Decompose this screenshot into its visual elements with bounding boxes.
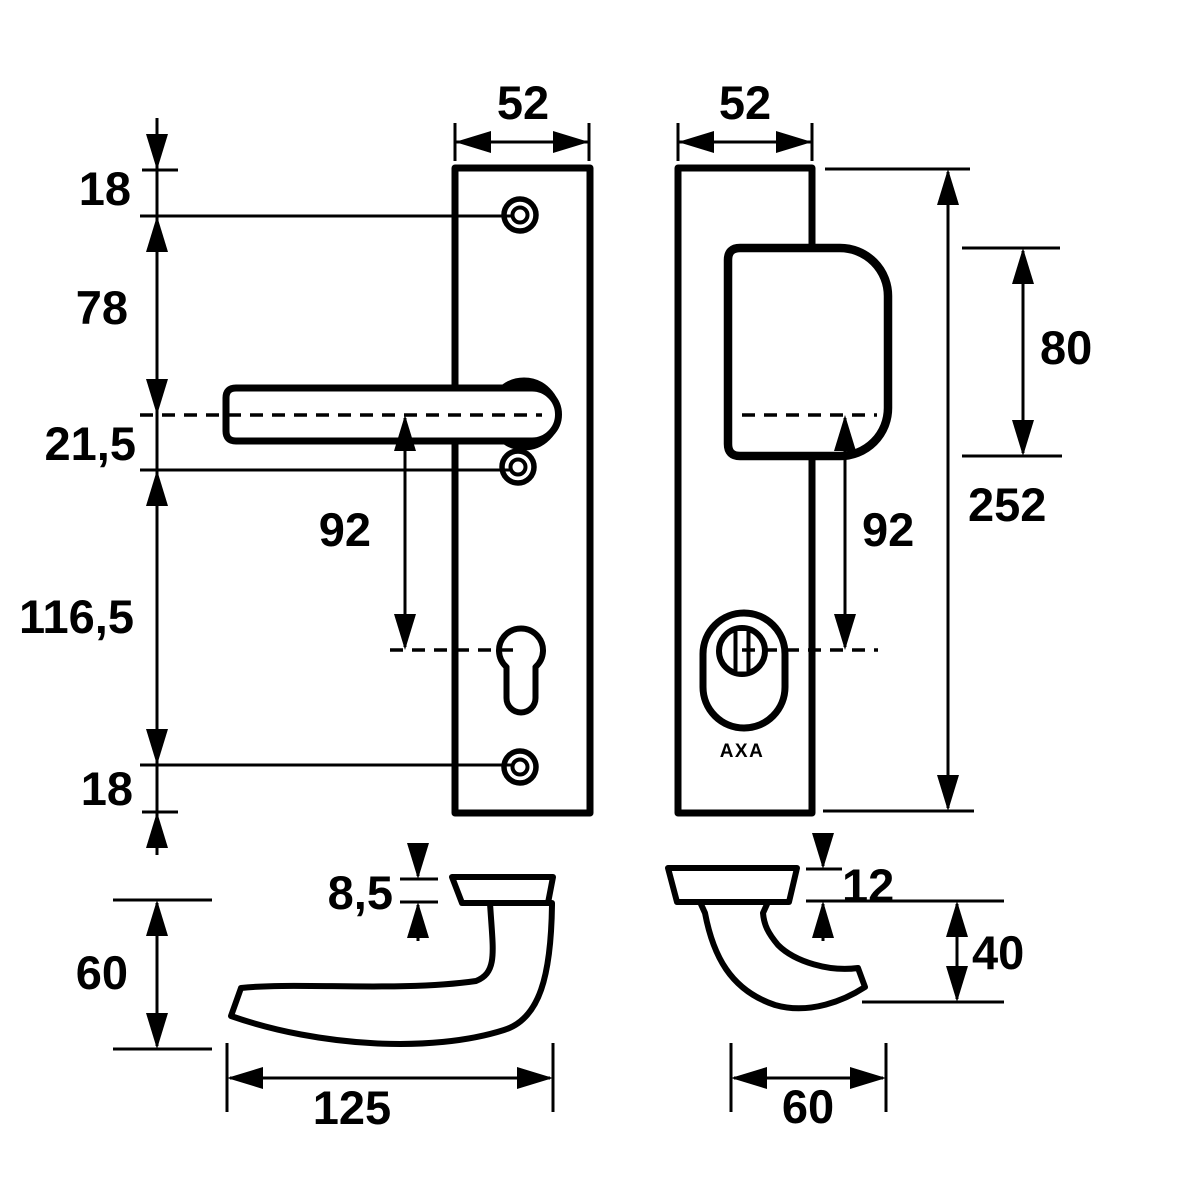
- dim-label-pull-rose-thickness: 12: [842, 859, 894, 912]
- dim-label-screw-to-handle: 78: [76, 281, 128, 334]
- dim-lever-rose-thickness: 8,5: [328, 843, 438, 941]
- dim-handle-to-cylinder-left: 92: [319, 415, 416, 650]
- lever-side-view: 8,5 60 125: [76, 843, 556, 1134]
- brand-label: AXA: [720, 741, 765, 762]
- dim-plate-width-right: 52: [676, 76, 814, 161]
- dim-label-92-right: 92: [862, 503, 914, 556]
- inside-plate-front-view: [222, 164, 594, 817]
- pull-grip-side: [697, 899, 868, 1012]
- dim-label-grip-height: 80: [1040, 321, 1092, 374]
- dim-label-screw-to-screw: 116,5: [19, 590, 134, 643]
- pull-rose-side: [665, 865, 800, 905]
- dim-lever-height: 60: [76, 898, 212, 1051]
- dim-handle-to-cylinder-right: 92: [834, 415, 914, 650]
- outside-plate-front-view: AXA: [674, 164, 893, 817]
- dim-label-plate-height: 252: [968, 478, 1046, 531]
- dim-label-pull-length: 60: [782, 1080, 834, 1133]
- dim-label-top-to-screw: 18: [79, 162, 131, 215]
- screw-hole-bottom: [501, 748, 539, 786]
- pull-grip-front: [723, 243, 893, 461]
- dim-chain-left: 18 78 21,5 116,5 18: [19, 118, 514, 855]
- screw-hole-middle: [499, 448, 537, 486]
- arrowhead-left: [455, 131, 491, 153]
- dim-label-92-left: 92: [319, 503, 371, 556]
- screw-hole-top: [501, 196, 539, 234]
- dim-label-screw-to-bottom: 18: [81, 762, 133, 815]
- dim-plate-width-left: 52: [453, 76, 591, 161]
- dim-pull-rose-thickness: 12: [806, 833, 1004, 941]
- dim-plate-height: 252: [823, 167, 1046, 813]
- dim-lever-length: 125: [225, 1043, 555, 1134]
- dim-pull-height: 40: [862, 901, 1024, 1004]
- dim-grip-height: 80: [962, 246, 1092, 458]
- lever-rose-side: [449, 874, 556, 906]
- centerlines: [140, 413, 878, 652]
- dim-pull-length: 60: [729, 1043, 888, 1133]
- dim-label-handle-to-screw: 21,5: [45, 417, 136, 470]
- euro-cylinder-keyhole: [496, 625, 546, 716]
- dim-label-lever-length: 125: [313, 1081, 391, 1134]
- pull-side-view: 12 40 60: [665, 833, 1024, 1133]
- arrowhead-right: [776, 131, 812, 153]
- arrowhead-left: [678, 131, 714, 153]
- dim-label-lever-height: 60: [76, 946, 128, 999]
- dim-label-plate-width-left: 52: [497, 76, 549, 129]
- lever-grip-side: [228, 900, 555, 1047]
- arrowhead-right: [553, 131, 589, 153]
- dim-label-plate-width-right: 52: [719, 76, 771, 129]
- inside-backplate: [451, 164, 594, 817]
- dim-label-lever-rose-thickness: 8,5: [328, 866, 393, 919]
- dim-label-pull-height: 40: [972, 926, 1024, 979]
